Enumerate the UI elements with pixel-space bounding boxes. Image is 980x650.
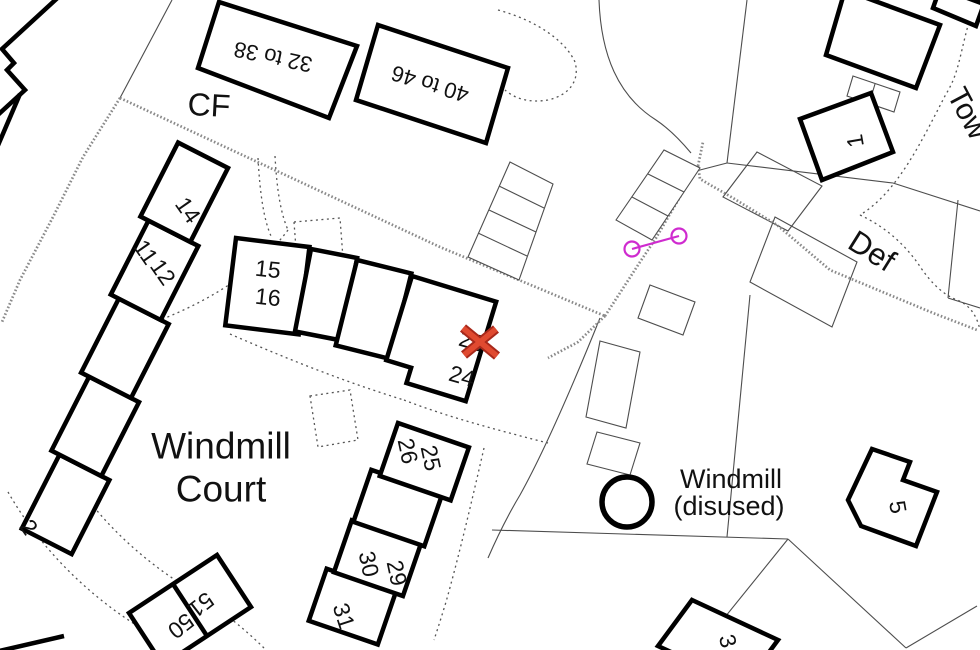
fence-boundary <box>0 96 978 360</box>
label-def: Def <box>842 223 902 278</box>
label-windmill-court-2: Court <box>176 469 267 510</box>
label-15: 15 <box>254 255 282 284</box>
terrace-row-east <box>305 420 472 648</box>
label-26: 26 <box>393 436 424 466</box>
windmill-circle-icon <box>599 474 655 530</box>
building-top-right <box>823 0 943 91</box>
parcel-lines <box>119 0 980 649</box>
building-50-51 <box>125 551 255 650</box>
building-40-46 <box>353 22 511 146</box>
label-16: 16 <box>254 283 282 312</box>
building-top-left <box>0 0 59 117</box>
label-road-partial: Tow <box>940 82 980 145</box>
building-1 <box>797 90 896 183</box>
label-windmill-court-1: Windmill <box>151 426 291 467</box>
label-25: 25 <box>416 443 447 473</box>
building-32-38 <box>195 0 360 121</box>
label-1: 1 <box>841 132 869 149</box>
red-x-marker-icon[interactable] <box>459 324 501 360</box>
label-windmill-disused-1: Windmill <box>680 464 782 494</box>
terrace-row-west <box>18 139 232 558</box>
outbuildings <box>467 75 901 476</box>
magenta-survey-marker <box>623 227 688 258</box>
building-23-24 <box>383 273 499 404</box>
label-30: 30 <box>354 549 385 579</box>
label-5: 5 <box>884 498 912 515</box>
building-3 <box>654 597 782 650</box>
label-windmill-disused-2: (disused) <box>673 491 784 521</box>
label-29: 29 <box>382 558 413 588</box>
building-corner-fragment <box>930 0 980 29</box>
building-5 <box>845 446 940 549</box>
label-cf: CF <box>187 86 231 124</box>
label-3: 3 <box>714 631 742 650</box>
